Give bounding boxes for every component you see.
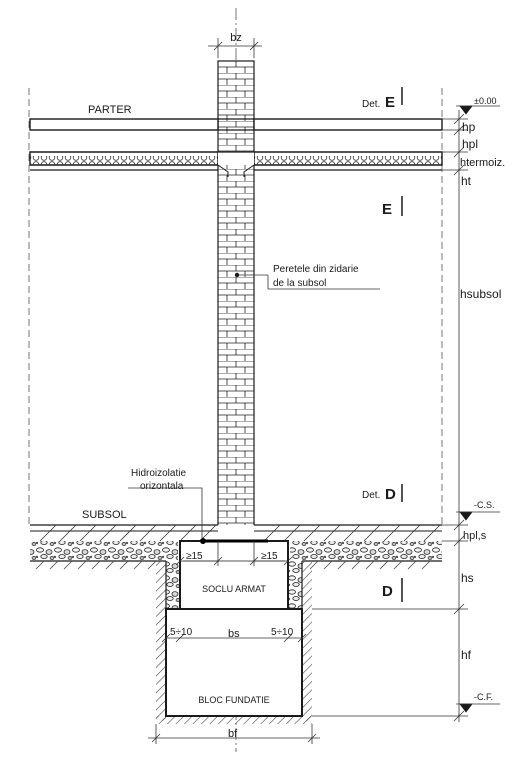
gravel-layer-right — [290, 541, 442, 561]
waterproofing-dot — [200, 538, 206, 544]
label-bz: bz — [230, 32, 242, 44]
level-cf-marker — [459, 703, 473, 713]
label-hidro-line2: orizontala — [140, 481, 184, 492]
gravel-side-left — [166, 561, 180, 609]
label-ht: ht — [461, 174, 472, 188]
label-e-section: E — [382, 201, 392, 218]
level-zero-marker — [459, 105, 473, 115]
label-det-e: Det. — [362, 99, 380, 110]
bz-dimension — [208, 38, 262, 58]
bloc-fundatie — [165, 608, 303, 717]
label-det-d: Det. — [362, 490, 380, 501]
label-hf: hf — [461, 648, 472, 662]
label-hp: hp — [462, 120, 476, 134]
label-perete-line2: de la subsol — [273, 278, 326, 289]
label-d-section: D — [382, 583, 393, 600]
dimension-ticks — [312, 113, 468, 722]
label-hpl: hpl — [462, 137, 478, 151]
soclu-armat — [179, 540, 289, 610]
level-cs-marker — [459, 511, 473, 521]
label-hidro-line1: Hidroizolatie — [131, 468, 186, 479]
gravel-layer-left — [30, 541, 178, 561]
label-hpls: hpl,s — [463, 530, 487, 542]
excavation-wall-left — [156, 561, 166, 721]
insulation-right — [254, 156, 442, 165]
parter-slab-right — [253, 118, 443, 131]
excavation-bottom — [156, 716, 312, 724]
label-bloc: BLOC FUNDATIE — [198, 695, 269, 705]
label-subsol: SUBSOL — [82, 509, 127, 521]
label-cs: -C.S. — [474, 500, 495, 510]
brick-wall — [217, 60, 255, 541]
label-bf: bf — [228, 728, 238, 740]
label-cf: -C.F. — [474, 692, 493, 702]
label-perete-line1: Peretele din zidarie — [273, 264, 359, 275]
bf-dimension — [148, 724, 320, 744]
label-hsubsol: hsubsol — [460, 287, 501, 301]
label-five10-right: 5÷10 — [271, 627, 294, 638]
label-ge15-left: ≥15 — [186, 551, 203, 562]
excavation-wall-right — [302, 561, 312, 721]
label-five10-left: 5÷10 — [170, 627, 193, 638]
label-ge15-right: ≥15 — [261, 551, 278, 562]
label-hs: hs — [461, 571, 474, 585]
basement-slab-hatch — [39, 524, 441, 542]
hidroizolatie-leader — [128, 487, 203, 538]
bs-dimension — [161, 633, 307, 643]
ge15-dimensions — [175, 541, 293, 566]
label-parter: PARTER — [88, 104, 132, 116]
soil-hatch-top — [35, 560, 431, 570]
label-soclu: SOCLU ARMAT — [202, 584, 266, 594]
label-det-d-letter: D — [385, 486, 396, 503]
insulation-left — [30, 156, 218, 165]
label-level-zero: ±0.00 — [474, 96, 496, 106]
label-bs: bs — [228, 628, 240, 640]
label-det-e-letter: E — [385, 94, 395, 111]
parter-slab-left — [29, 118, 219, 131]
label-htermoiz: htermoiz. — [460, 157, 505, 169]
gravel-side-right — [288, 561, 302, 609]
